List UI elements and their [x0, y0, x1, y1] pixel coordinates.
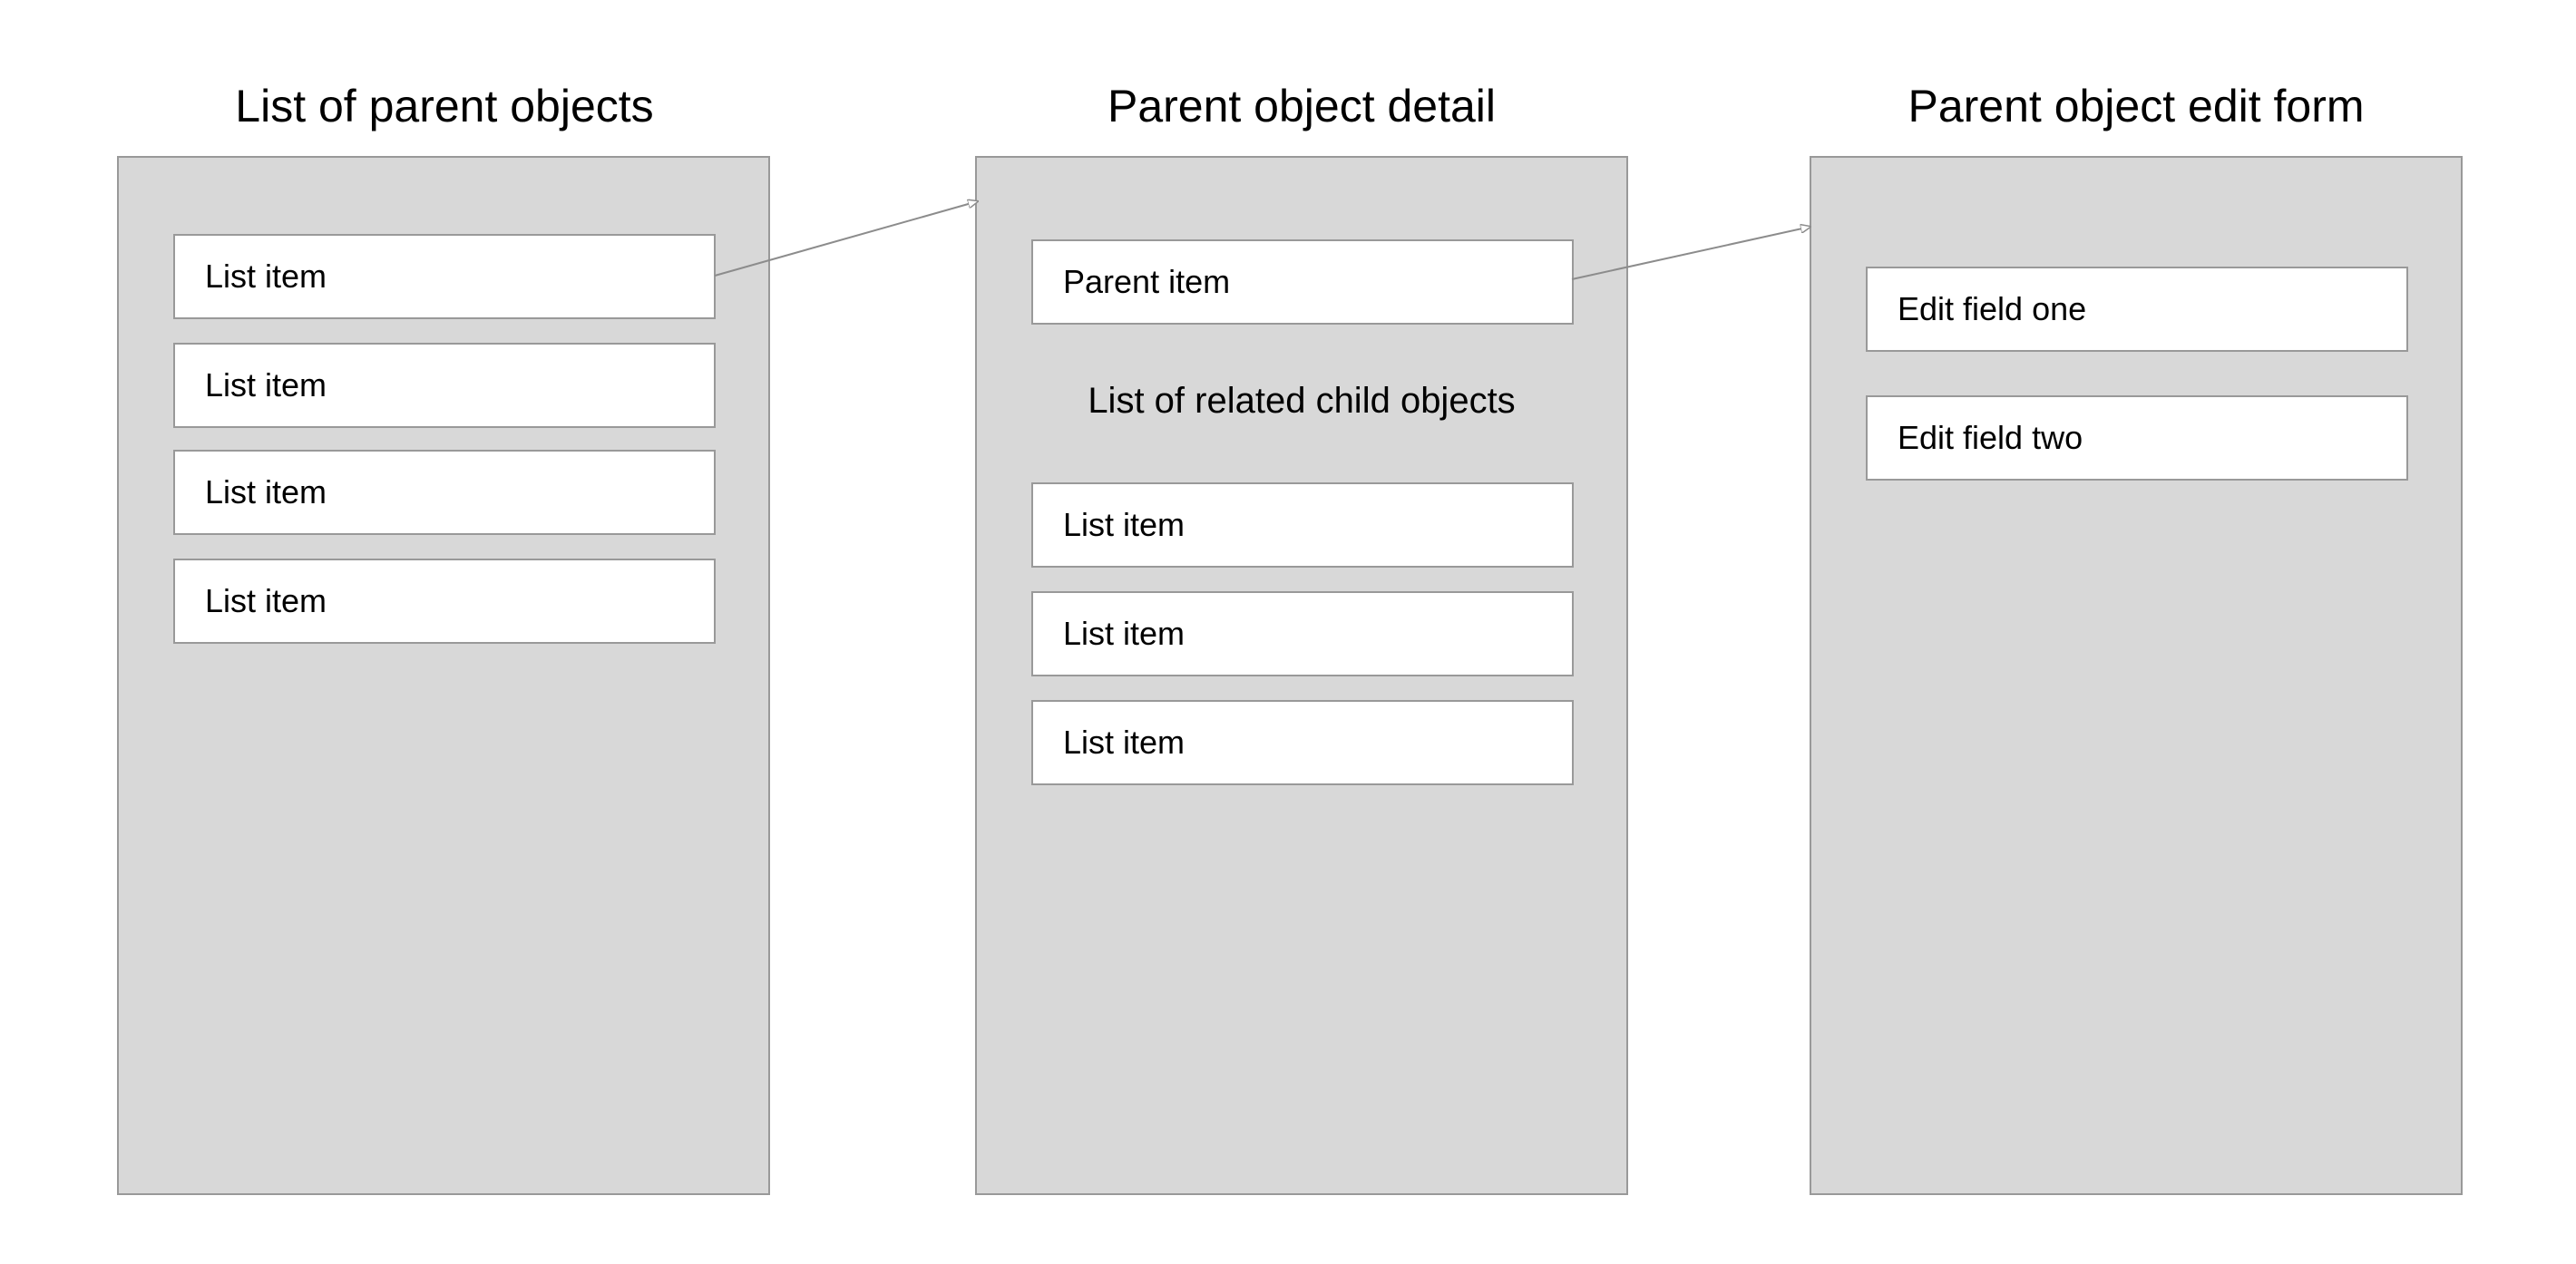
panel-title-parent-detail: Parent object detail — [1107, 81, 1497, 131]
panel-parent-list: List item List item List item List item — [117, 156, 770, 1195]
list-item[interactable]: List item — [173, 559, 716, 644]
child-list-heading: List of related child objects — [1088, 381, 1516, 421]
list-item[interactable]: List item — [173, 450, 716, 535]
list-item[interactable]: List item — [173, 234, 716, 319]
list-item[interactable]: List item — [1031, 700, 1574, 785]
list-item[interactable]: List item — [1031, 482, 1574, 568]
parent-item[interactable]: Parent item — [1031, 239, 1574, 325]
list-item[interactable]: List item — [173, 343, 716, 428]
list-item[interactable]: List item — [1031, 591, 1574, 676]
panel-parent-detail: Parent item List of related child object… — [975, 156, 1628, 1195]
panel-title-edit-form: Parent object edit form — [1908, 81, 2365, 131]
panel-title-parent-list: List of parent objects — [235, 81, 654, 131]
edit-field-two[interactable]: Edit field two — [1866, 395, 2408, 481]
panel-edit-form: Edit field one Edit field two — [1810, 156, 2463, 1195]
edit-field-one[interactable]: Edit field one — [1866, 267, 2408, 352]
